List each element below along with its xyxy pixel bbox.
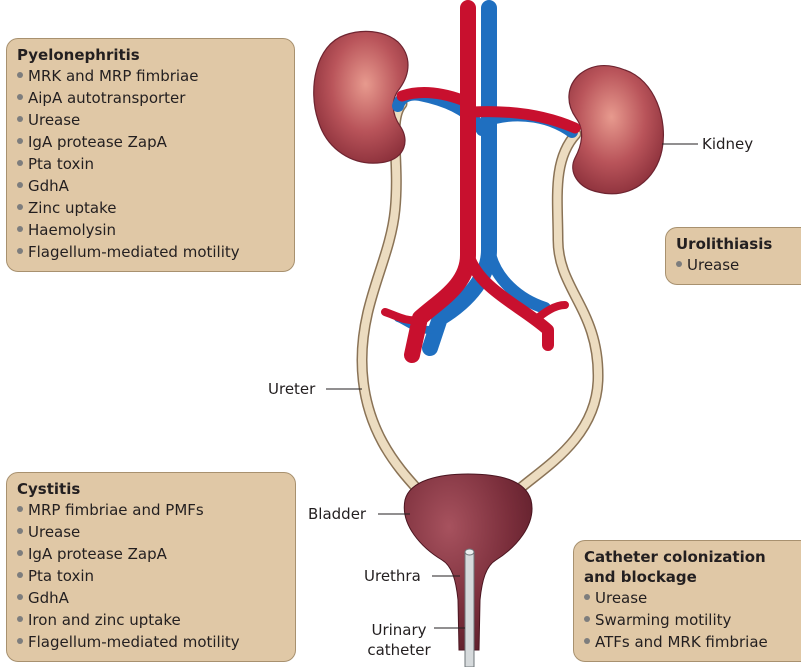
list-item-text: Urease <box>595 589 647 607</box>
list-item-text: Pta toxin <box>28 155 94 173</box>
list-item: Urease <box>17 521 285 543</box>
list-item-text: Zinc uptake <box>28 199 116 217</box>
list-item-text: MRK and MRP fimbriae <box>28 67 198 85</box>
list-item-text: Flagellum-mediated motility <box>28 633 240 651</box>
list-item: Urease <box>584 587 791 609</box>
bladder-label: Bladder <box>308 505 366 523</box>
left-kidney <box>314 31 408 163</box>
list-item-text: Pta toxin <box>28 567 94 585</box>
urinary-catheter-tube <box>465 549 474 667</box>
urolithiasis-list: Urease <box>676 254 791 276</box>
list-item-text: Flagellum-mediated motility <box>28 243 240 261</box>
bullet-icon <box>676 261 682 267</box>
list-item-text: Urease <box>28 111 80 129</box>
list-item: Pta toxin <box>17 565 285 587</box>
list-item-text: Swarming motility <box>595 611 731 629</box>
list-item: Urease <box>17 109 284 131</box>
list-item-text: AipA autotransporter <box>28 89 185 107</box>
bullet-icon <box>17 528 23 534</box>
urinary-catheter-label: Urinary catheter <box>364 620 434 660</box>
kidney-label: Kidney <box>702 135 753 153</box>
list-item: Swarming motility <box>584 609 791 631</box>
list-item-text: IgA protease ZapA <box>28 545 167 563</box>
list-item: Pta toxin <box>17 153 284 175</box>
bullet-icon <box>17 638 23 644</box>
list-item-text: GdhA <box>28 589 69 607</box>
list-item: Iron and zinc uptake <box>17 609 285 631</box>
list-item-text: Urease <box>28 523 80 541</box>
list-item-text: MRP fimbriae and PMFs <box>28 501 204 519</box>
list-item: MRP fimbriae and PMFs <box>17 499 285 521</box>
list-item: Flagellum-mediated motility <box>17 631 285 653</box>
list-item: Haemolysin <box>17 219 284 241</box>
bullet-icon <box>584 594 590 600</box>
bullet-icon <box>17 616 23 622</box>
list-item: AipA autotransporter <box>17 87 284 109</box>
list-item: Flagellum-mediated motility <box>17 241 284 263</box>
list-item: GdhA <box>17 175 284 197</box>
cystitis-title: Cystitis <box>17 479 285 499</box>
bullet-icon <box>17 594 23 600</box>
urolithiasis-title: Urolithiasis <box>676 234 791 254</box>
bullet-icon <box>584 638 590 644</box>
bullet-icon <box>17 116 23 122</box>
urethra-label: Urethra <box>364 567 421 585</box>
right-kidney <box>569 66 663 194</box>
bullet-icon <box>17 182 23 188</box>
pyelonephritis-title: Pyelonephritis <box>17 45 284 65</box>
list-item: GdhA <box>17 587 285 609</box>
bullet-icon <box>584 616 590 622</box>
bullet-icon <box>17 160 23 166</box>
bullet-icon <box>17 572 23 578</box>
list-item-text: ATFs and MRK fimbriae <box>595 633 768 651</box>
bullet-icon <box>17 204 23 210</box>
list-item-text: Urease <box>687 256 739 274</box>
list-item-text: Iron and zinc uptake <box>28 611 181 629</box>
list-item: IgA protease ZapA <box>17 131 284 153</box>
list-item: IgA protease ZapA <box>17 543 285 565</box>
inferior-vena-cava <box>398 8 572 348</box>
urolithiasis-box: Urolithiasis Urease <box>665 227 801 285</box>
bullet-icon <box>17 226 23 232</box>
list-item-text: IgA protease ZapA <box>28 133 167 151</box>
list-item-text: GdhA <box>28 177 69 195</box>
ureter-label: Ureter <box>268 380 315 398</box>
catheter-colonization-box: Catheter colonization and blockage Ureas… <box>573 540 801 662</box>
list-item-text: Haemolysin <box>28 221 116 239</box>
bullet-icon <box>17 248 23 254</box>
list-item: Urease <box>676 254 791 276</box>
list-item: Zinc uptake <box>17 197 284 219</box>
catheter-colonization-title: Catheter colonization and blockage <box>584 547 791 587</box>
list-item: MRK and MRP fimbriae <box>17 65 284 87</box>
bullet-icon <box>17 550 23 556</box>
list-item: ATFs and MRK fimbriae <box>584 631 791 653</box>
bullet-icon <box>17 506 23 512</box>
bullet-icon <box>17 138 23 144</box>
bullet-icon <box>17 72 23 78</box>
bullet-icon <box>17 94 23 100</box>
